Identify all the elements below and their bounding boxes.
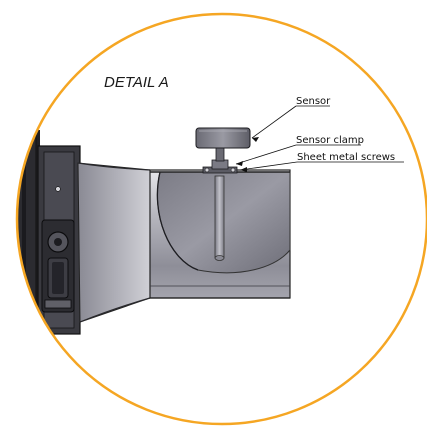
detail-circle (15, 12, 427, 426)
callout-sheet-metal-screws: Sheet metal screws (239, 152, 404, 172)
sensor-clamp-label: Sensor clamp (296, 135, 364, 146)
detail-view (17, 124, 291, 341)
sensor-probe (214, 175, 225, 261)
callout-sensor-clamp: Sensor clamp (235, 135, 364, 166)
sensor-head (195, 127, 251, 162)
callout-sensor: Sensor (251, 96, 331, 142)
sheet-metal-screws-label: Sheet metal screws (297, 152, 395, 163)
transition-cone (77, 162, 151, 323)
detail-title: DETAIL A (104, 74, 169, 91)
damper-housing (17, 124, 81, 341)
sensor-clamp (202, 159, 238, 174)
sensor-label: Sensor (296, 96, 331, 107)
